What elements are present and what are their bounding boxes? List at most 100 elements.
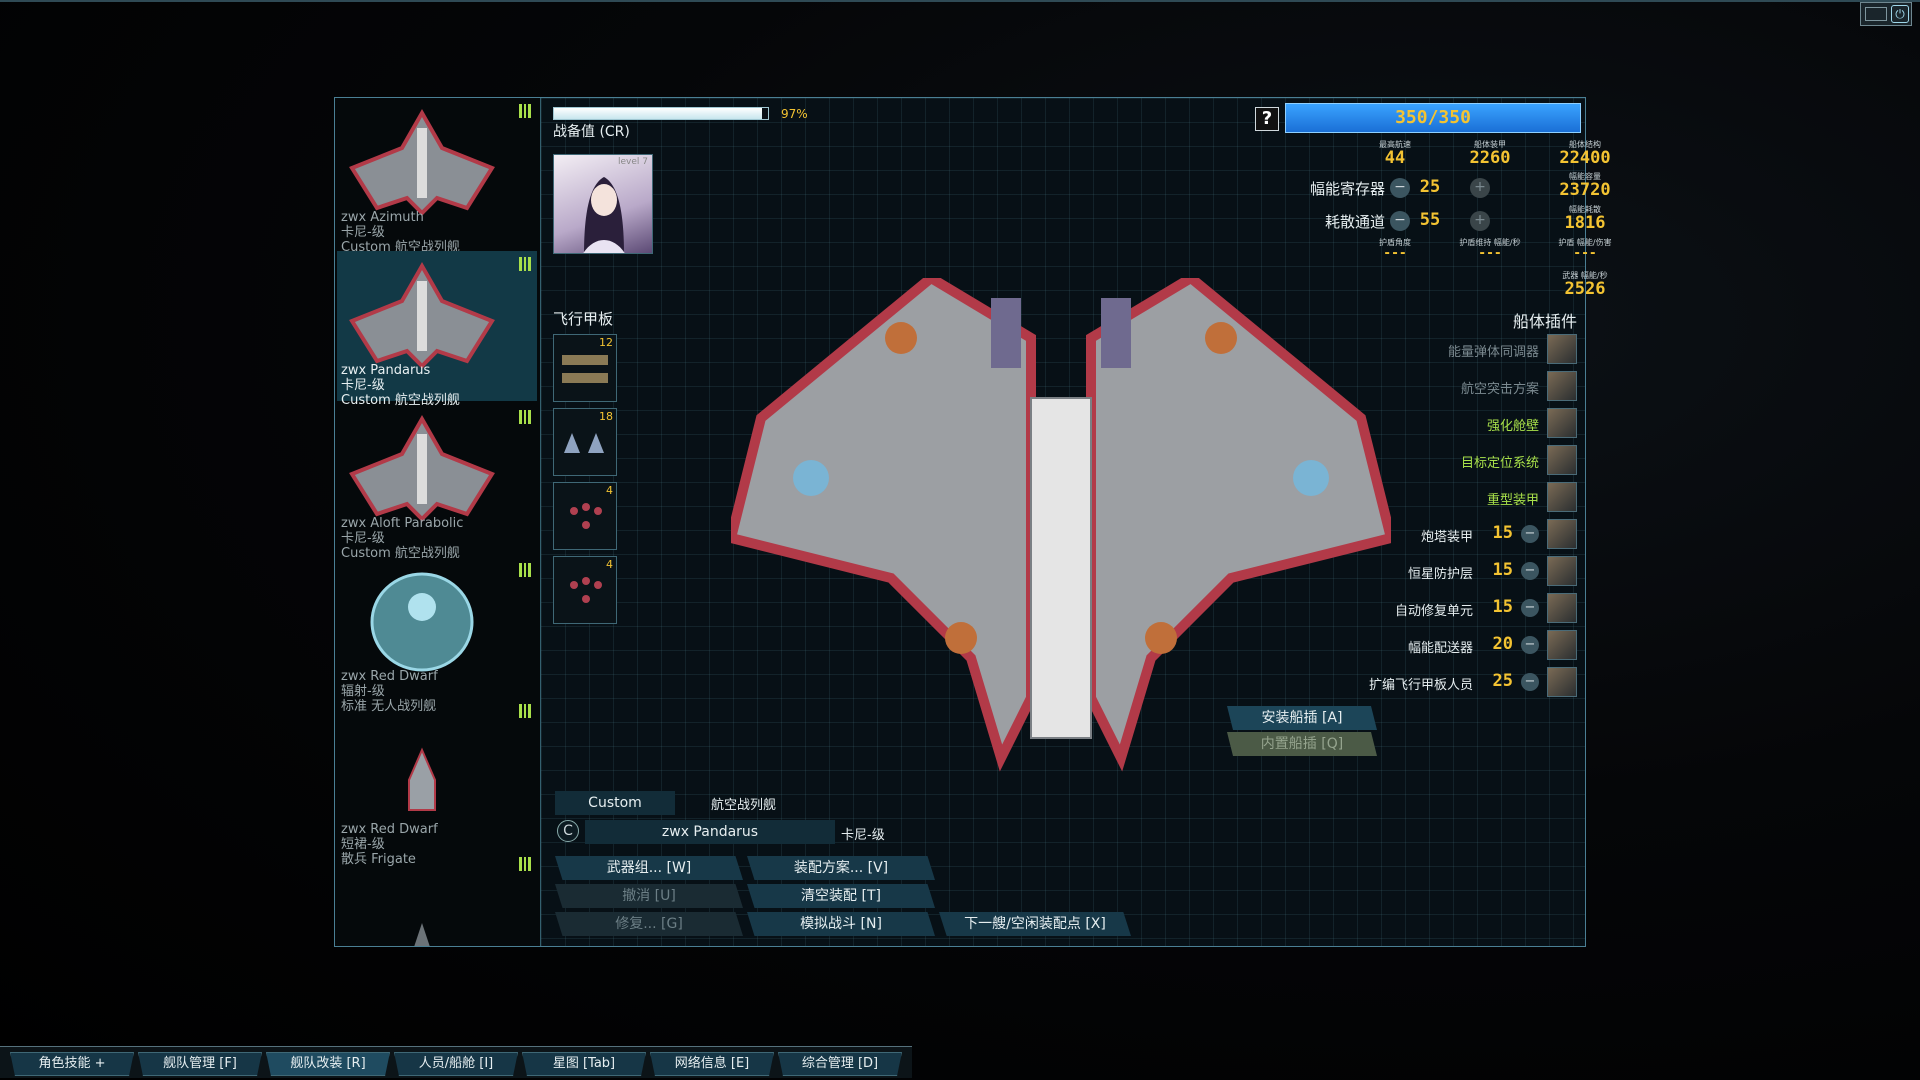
fleet-item[interactable]: zwx Aloft Parabolic 卡尼-级 Custom 航空战列舰: [337, 404, 537, 561]
hullmod-icon: [1547, 445, 1577, 475]
menu-bars-icon[interactable]: [1865, 7, 1887, 21]
nav-tab-fleet[interactable]: 舰队管理 [F]: [138, 1052, 262, 1076]
nav-tab-command[interactable]: 综合管理 [D]: [778, 1052, 902, 1076]
max-speed: 44: [1384, 148, 1406, 168]
fighter-count: 12: [599, 336, 613, 349]
shield-upkeep: ---: [1478, 246, 1502, 261]
hullmod-icon: [1547, 371, 1577, 401]
cr-bars-icon: [519, 704, 532, 718]
remove-hullmod-button[interactable]: −: [1521, 525, 1539, 543]
capacitors-plus-button[interactable]: +: [1470, 178, 1490, 198]
hullmod-cost: 25: [1492, 671, 1513, 691]
fleet-list[interactable]: zwx Azimuth 卡尼-级 Custom 航空战列舰 zwx Pandar…: [335, 98, 541, 946]
ship-sprite: [349, 261, 495, 369]
ship-type: Custom 航空战列舰: [341, 546, 460, 561]
hullmod-row[interactable]: 强化舱壁: [1327, 408, 1577, 438]
vents-minus-button[interactable]: −: [1390, 211, 1410, 231]
fighter-bay-slot[interactable]: 18: [553, 408, 617, 476]
next-ship-button[interactable]: 下一艘/空闲装配点 [X]: [939, 912, 1131, 936]
ship-sprite: [370, 572, 474, 672]
refit-panel: zwx Azimuth 卡尼-级 Custom 航空战列舰 zwx Pandar…: [334, 97, 1612, 947]
fleet-item[interactable]: zwx Azimuth 卡尼-级 Custom 航空战列舰: [337, 98, 537, 255]
ship-sprite: [414, 923, 430, 946]
fighter-wing-icon: [570, 503, 602, 529]
strip-button[interactable]: 清空装配 [T]: [747, 884, 935, 908]
nav-tab-cargo[interactable]: 人员/船舱 [I]: [394, 1052, 518, 1076]
cr-label: 战备值 (CR): [553, 124, 630, 140]
loadouts-button[interactable]: 装配方案... [V]: [747, 856, 935, 880]
ship-class: 卡尼-级: [341, 378, 385, 393]
repair-button[interactable]: 修复... [G]: [555, 912, 743, 936]
top-right-controls[interactable]: ⏻: [1860, 2, 1912, 26]
cr-bars-icon: [519, 563, 532, 577]
undo-button[interactable]: 撤消 [U]: [555, 884, 743, 908]
hullmod-icon: [1547, 408, 1577, 438]
flux-dissipation: 1816: [1564, 213, 1606, 233]
fighter-wing-icon: [570, 577, 602, 603]
hullmod-name: 航空突击方案: [1460, 382, 1539, 397]
ship-schematic[interactable]: [731, 278, 1391, 778]
capacitors: 25: [1419, 177, 1441, 197]
shield-arc: ---: [1383, 246, 1407, 261]
power-icon[interactable]: ⏻: [1891, 5, 1909, 23]
ship-name: zwx Azimuth: [341, 210, 424, 225]
fighter-bay-slot[interactable]: 12: [553, 334, 617, 402]
ship-class-label: 卡尼-级: [841, 828, 885, 843]
weapon-groups-button[interactable]: 武器组... [W]: [555, 856, 743, 880]
cr-bars-icon: [519, 410, 532, 424]
fighter-count: 4: [606, 484, 613, 497]
nav-tab-skills[interactable]: 角色技能 +: [10, 1052, 134, 1076]
ship-name-field[interactable]: zwx Pandarus: [585, 820, 835, 844]
nav-tab-map[interactable]: 星图 [Tab]: [522, 1052, 646, 1076]
remove-hullmod-button[interactable]: −: [1521, 636, 1539, 654]
hullmod-name: 强化舱壁: [1486, 419, 1539, 434]
weapon-flux-label: 武器 幅能/秒: [1562, 271, 1608, 280]
ship-sprite: [349, 414, 495, 522]
install-hullmod-button[interactable]: 安装船插 [A]: [1227, 706, 1377, 730]
flux-capacity: 23720: [1559, 180, 1611, 200]
fighter-bay-slot[interactable]: 4: [553, 556, 617, 624]
simulate-button[interactable]: 模拟战斗 [N]: [747, 912, 935, 936]
nav-tab-intel[interactable]: 网络信息 [E]: [650, 1052, 774, 1076]
flight-deck-title: 飞行甲板: [553, 310, 614, 328]
fighter-bay-slot[interactable]: 4: [553, 482, 617, 550]
fleet-item[interactable]: [337, 857, 537, 946]
hullmod-icon: [1547, 519, 1577, 549]
portrait-art: [583, 177, 625, 253]
capacitors-minus-button[interactable]: −: [1390, 178, 1410, 198]
refresh-icon[interactable]: C: [557, 820, 579, 842]
variant-custom-field[interactable]: Custom: [555, 791, 675, 815]
weapon-flux: 2526: [1564, 279, 1606, 299]
hullmod-icon: [1547, 556, 1577, 586]
remove-hullmod-button[interactable]: −: [1521, 673, 1539, 691]
help-button[interactable]: ?: [1255, 107, 1279, 131]
nav-tab-refit[interactable]: 舰队改装 [R]: [266, 1052, 390, 1076]
fleet-item-selected[interactable]: zwx Pandarus 卡尼-级 Custom 航空战列舰: [337, 251, 537, 408]
vents-plus-button[interactable]: +: [1470, 211, 1490, 231]
hullmod-icon: [1547, 593, 1577, 623]
fleet-item[interactable]: zwx Red Dwarf 辐射-级 标准 无人战列舰: [337, 557, 537, 714]
officer-portrait[interactable]: level 7: [553, 154, 653, 254]
hullmod-name: 炮塔装甲: [1420, 530, 1473, 545]
fleet-item[interactable]: zwx Red Dwarf 短裙-级 散兵 Frigate: [337, 704, 537, 867]
cr-bar: [553, 107, 769, 120]
hullmod-row[interactable]: 航空突击方案: [1327, 371, 1577, 401]
ship-name: zwx Red Dwarf: [341, 669, 438, 684]
hullmod-row[interactable]: 目标定位系统: [1327, 445, 1577, 475]
hullmod-row[interactable]: 重型装甲: [1327, 482, 1577, 512]
hullmod-icon: [1547, 630, 1577, 660]
hullmods-title: 船体插件: [1512, 312, 1577, 331]
fighter-wing-icon: [564, 433, 604, 453]
remove-hullmod-button[interactable]: −: [1521, 599, 1539, 617]
cr-percent: 97%: [781, 107, 808, 121]
ship-sprite: [408, 747, 436, 811]
hullmod-row[interactable]: 能量弹体同调器: [1327, 334, 1577, 364]
builtin-hullmod-button[interactable]: 内置船插 [Q]: [1227, 732, 1377, 756]
cr-bars-icon: [519, 104, 532, 118]
remove-hullmod-button[interactable]: −: [1521, 562, 1539, 580]
